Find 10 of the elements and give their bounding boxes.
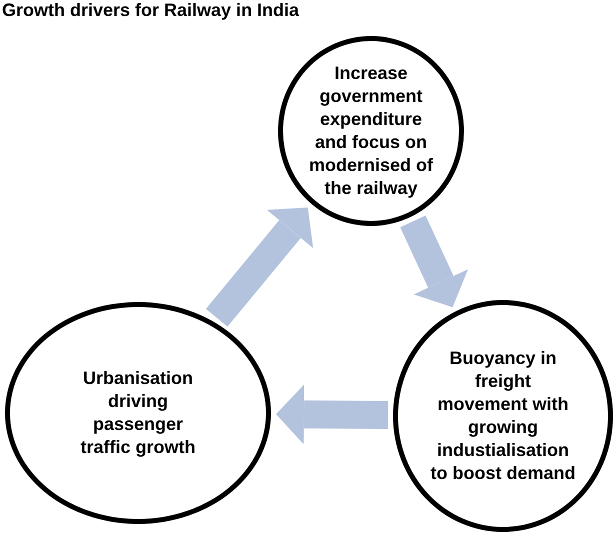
diagram-title: Growth drivers for Railway in India <box>2 0 300 21</box>
driver-text: Buoyancy in freight movement with growing industialisation to boost demand <box>430 347 576 485</box>
driver-circle <box>278 36 464 226</box>
driver-text: Urbanisation driving passenger traffic growth <box>80 367 196 459</box>
driver-circle <box>393 300 613 532</box>
block-arrow <box>276 384 388 444</box>
driver-circle <box>5 302 271 524</box>
block-arrow <box>206 207 314 327</box>
block-arrow <box>400 216 468 308</box>
driver-text: Increase government expenditure and focus on modernised of the railway <box>308 62 434 200</box>
